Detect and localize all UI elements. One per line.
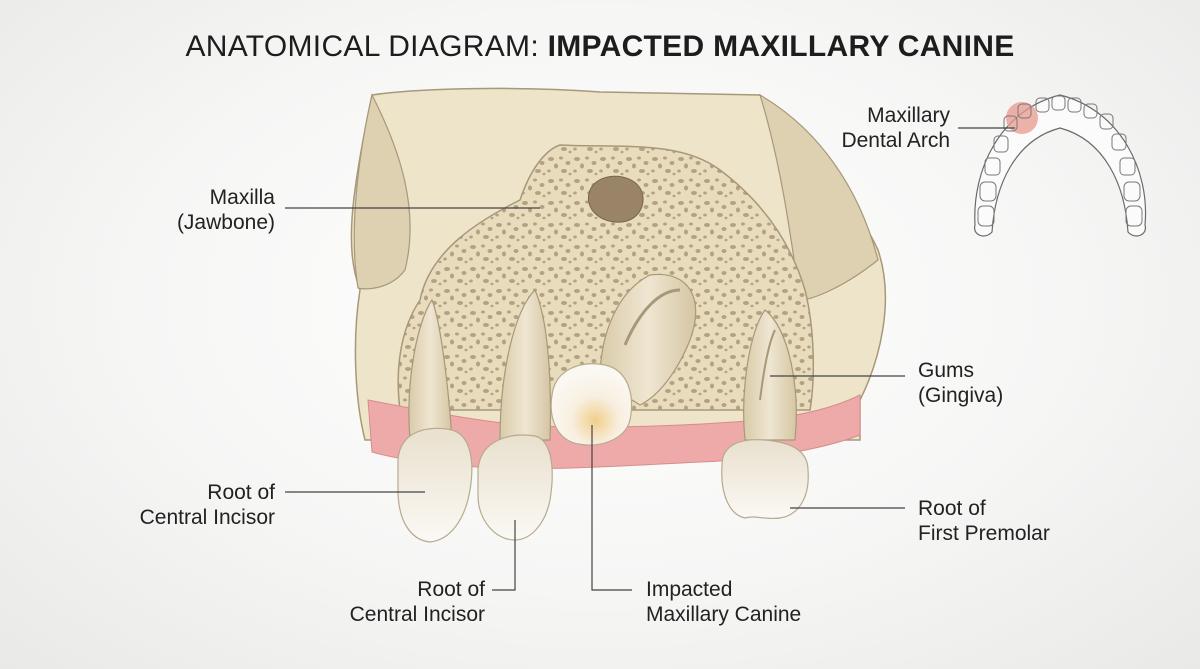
title-emphasis: IMPACTED MAXILLARY CANINE [547,30,1015,63]
label-maxilla: Maxilla (Jawbone) [120,185,275,235]
first-premolar [721,309,809,520]
label-root-central-left-line2: Central Incisor [139,506,275,529]
title-prefix: ANATOMICAL DIAGRAM: [185,30,548,63]
impacted-canine-crown [550,363,633,446]
label-root-first-premolar: Root of First Premolar [918,496,1118,546]
label-impacted-canine-line2: Maxillary Canine [646,603,802,626]
label-root-premolar-line2: First Premolar [918,522,1050,545]
label-root-central-bottom-line2: Central Incisor [349,603,485,626]
impacted-canine-root [599,273,697,406]
page-title: ANATOMICAL DIAGRAM: IMPACTED MAXILLARY C… [0,30,1200,64]
label-root-central-left-line1: Root of [207,481,275,504]
leader-lines [285,127,1015,591]
label-root-central-incisor-bottom: Root of Central Incisor [300,577,485,627]
leader-central-incisor-bottom [492,520,516,591]
label-root-central-bottom-line1: Root of [417,578,485,601]
label-root-premolar-line1: Root of [918,497,986,520]
central-incisor-left [397,298,473,543]
maxilla-bone [350,87,887,441]
central-incisor-right [477,288,553,541]
label-maxilla-line2: (Jawbone) [176,211,275,234]
label-impacted-canine: Impacted Maxillary Canine [646,577,866,627]
label-gums: Gums (Gingiva) [918,358,1068,408]
label-root-central-incisor-left: Root of Central Incisor [90,480,275,530]
label-dental-arch-line2: Dental Arch [841,129,950,152]
label-impacted-canine-line1: Impacted [646,578,733,601]
label-dental-arch-line1: Maxillary [867,104,950,127]
leader-impacted-canine [591,425,632,591]
dental-arch-inset [973,94,1147,237]
label-gums-line1: Gums [918,359,975,382]
label-maxilla-line1: Maxilla [209,186,275,209]
label-dental-arch: Maxillary Dental Arch [800,103,950,153]
label-gums-line2: (Gingiva) [918,384,1004,407]
